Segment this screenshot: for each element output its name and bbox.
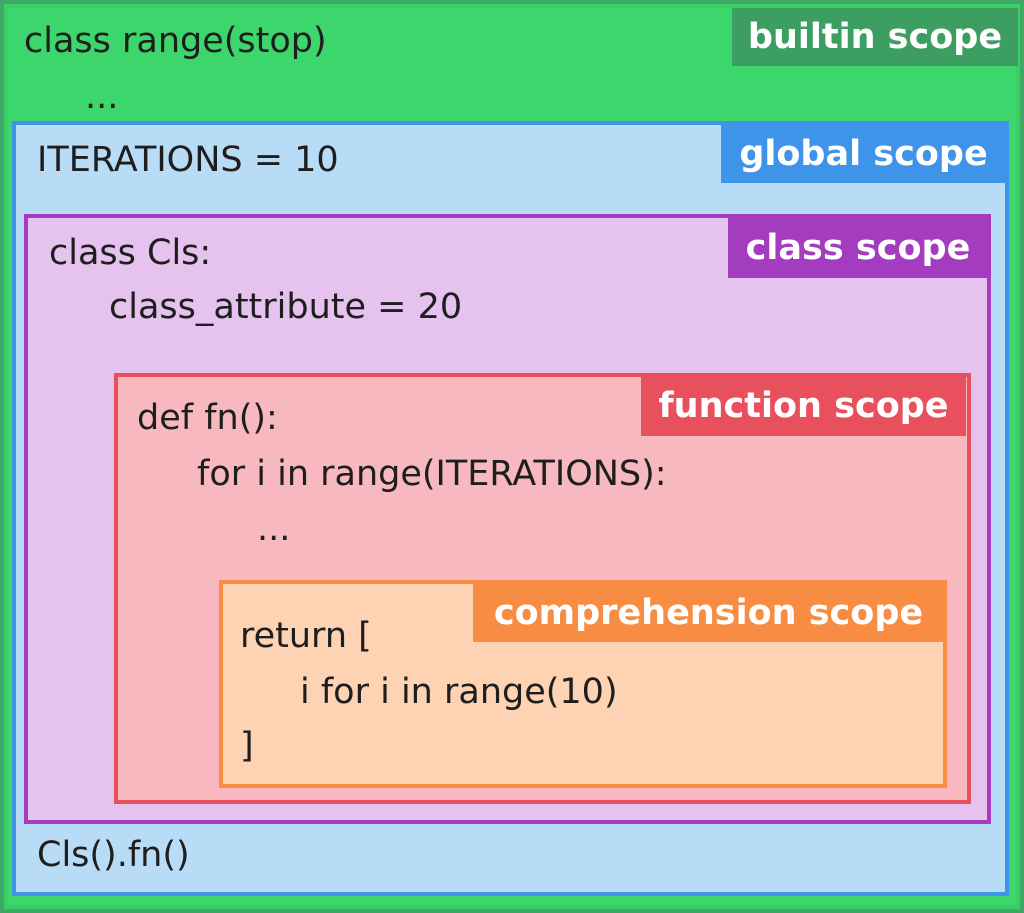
code-line-def-fn: def fn(): xyxy=(137,398,278,438)
function-scope-label: function scope xyxy=(641,377,966,436)
code-line-class-attribute: class_attribute = 20 xyxy=(109,287,463,327)
code-line-ellipsis: ... xyxy=(257,509,291,549)
code-line-class-def: class Cls: xyxy=(49,233,212,273)
code-line-for-loop: for i in range(ITERATIONS): xyxy=(197,454,667,494)
code-line-ellipsis: ... xyxy=(85,77,119,117)
code-line-close-bracket: ] xyxy=(240,726,254,766)
code-line-comprehension: i for i in range(10) xyxy=(300,672,618,712)
global-scope-label: global scope xyxy=(721,125,1006,183)
builtin-scope-label: builtin scope xyxy=(732,8,1018,66)
class-scope-label: class scope xyxy=(728,218,988,278)
code-line-class-range: class range(stop) xyxy=(24,21,327,61)
code-line-iterations: ITERATIONS = 10 xyxy=(37,140,339,180)
code-line-call: Cls().fn() xyxy=(37,835,190,875)
comprehension-scope-label: comprehension scope xyxy=(473,584,944,642)
code-line-return: return [ xyxy=(240,616,372,656)
